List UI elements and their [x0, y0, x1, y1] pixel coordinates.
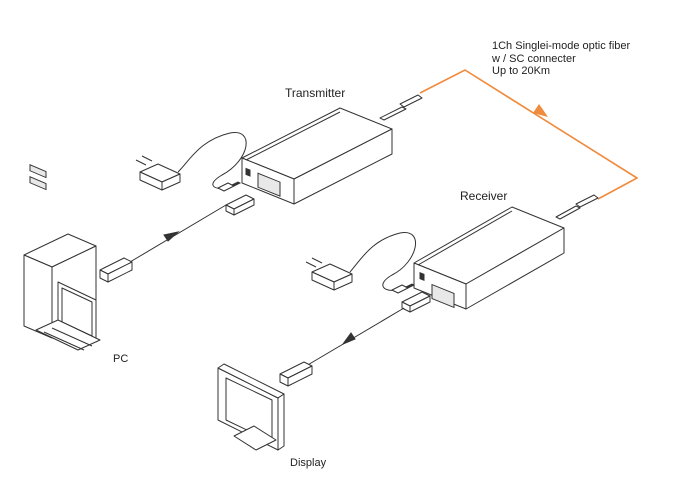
fiber-spec-line-1: 1Ch Singlei-mode optic fiber [492, 40, 631, 52]
rx-power-adapter [305, 232, 416, 294]
transmitter-box [241, 94, 423, 205]
fiber-line [419, 69, 639, 200]
fiber-spec-line-3: Up to 20Km [492, 65, 551, 77]
fiber-spec-line-2: w / SC connecter [492, 52, 576, 65]
receiver-box [413, 194, 599, 310]
fiber-spec-note: 1Ch Singlei-mode optic fiber w / SC conn… [492, 40, 630, 78]
fiber-arrow-icon [533, 104, 548, 117]
display-label: Display [290, 457, 327, 469]
display-monitor [217, 363, 285, 451]
transmitter-label: Transmitter [285, 86, 346, 100]
pc-label: PC [113, 353, 129, 365]
fiber-cable [419, 69, 639, 200]
pc-computer [23, 164, 101, 351]
receiver-label: Receiver [460, 189, 508, 203]
tx-dvi-cable [99, 194, 255, 283]
rx-dvi-cable [279, 291, 431, 387]
tx-power-adapter [135, 132, 247, 192]
